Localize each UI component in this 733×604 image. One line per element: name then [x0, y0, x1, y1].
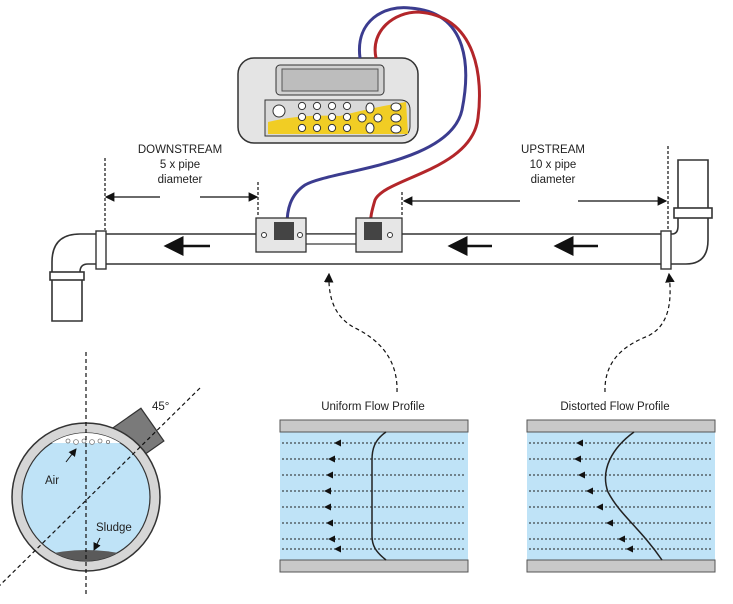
flow-arrowhead — [326, 519, 333, 527]
flow-meter-device — [237, 57, 419, 144]
upstream-distance: 10 x pipe — [529, 159, 577, 171]
downstream-title: DOWNSTREAM — [137, 144, 223, 156]
flow-arrowhead — [324, 503, 331, 511]
distorted-flow-profile-box — [526, 419, 716, 573]
air-bubbles — [65, 438, 111, 445]
distorted-velocity-profile-curve — [604, 431, 663, 561]
flow-arrowhead — [574, 455, 581, 463]
sludge-deposit — [40, 550, 132, 561]
uniform-flow-lines — [282, 439, 466, 553]
flow-arrowhead — [334, 545, 341, 553]
uniform-velocity-profile-curve — [371, 431, 387, 561]
right-pipe-coupling — [660, 230, 672, 270]
flow-arrowhead — [328, 535, 335, 543]
uniform-flow-profile-box — [279, 419, 469, 573]
left-pipe-coupling — [95, 230, 107, 270]
upstream-unit: diameter — [530, 174, 576, 186]
flow-arrowhead — [324, 487, 331, 495]
angle-45-line — [0, 387, 201, 586]
sludge-label: Sludge — [96, 522, 132, 534]
flow-arrowhead — [328, 455, 335, 463]
flow-arrowhead — [334, 439, 341, 447]
left-elbow-pipe — [49, 233, 100, 322]
upstream-title: UPSTREAM — [521, 144, 585, 156]
pipe-cross-section — [0, 352, 201, 595]
flow-arrowhead — [618, 535, 625, 543]
air-label: Air — [45, 475, 60, 487]
downstream-distance: 5 x pipe — [159, 159, 201, 171]
right-elbow-pipe — [665, 159, 713, 265]
air-pointer — [65, 448, 77, 463]
upstream-transducer — [364, 222, 382, 240]
sludge-pointer — [93, 537, 101, 551]
upstream-dimension — [401, 146, 669, 230]
uniform-profile-leader — [323, 272, 398, 393]
downstream-unit: diameter — [157, 174, 203, 186]
flow-arrowhead — [586, 487, 593, 495]
downstream-dimension — [104, 158, 259, 230]
flow-arrowhead — [606, 519, 613, 527]
distorted-profile-title: Distorted Flow Profile — [560, 401, 670, 413]
flow-arrowhead — [578, 471, 585, 479]
flow-arrowhead — [626, 545, 633, 553]
blue-cable — [285, 6, 468, 226]
downstream-transducer — [274, 222, 294, 240]
meter-display-screen — [281, 68, 379, 92]
angle-label: 45° — [152, 401, 170, 413]
uniform-profile-title: Uniform Flow Profile — [321, 401, 425, 413]
red-cable — [368, 10, 481, 229]
flow-arrowhead — [326, 471, 333, 479]
flow-arrowhead — [596, 503, 603, 511]
flow-arrowhead — [576, 439, 583, 447]
transducer-clamp — [255, 217, 403, 253]
distorted-profile-leader — [604, 272, 675, 393]
